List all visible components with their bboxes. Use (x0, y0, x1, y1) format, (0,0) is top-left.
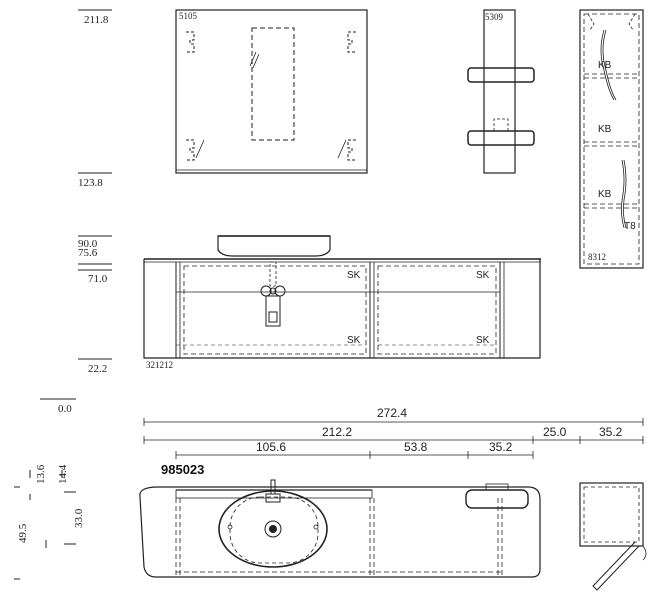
base-unit-tag-sk-4: SK (476, 335, 490, 346)
base-unit-code: 321212 (146, 360, 173, 370)
side-dim-2: 14.4 (57, 464, 69, 484)
level-label-22: 22.2 (88, 363, 107, 375)
tall-cabinet-tag-t8: T8 (624, 221, 636, 232)
level-label-90: 90.0 (78, 238, 98, 250)
side-dim-3: 49.5 (17, 523, 29, 543)
level-markers (40, 9, 112, 400)
top-view-tall-cabinet (579, 482, 647, 591)
dimension-lines (143, 418, 644, 459)
side-dim-4: 33.0 (73, 508, 85, 528)
level-label-75: 75.6 (78, 247, 98, 259)
tall-cabinet-tag-kb-3: KB (598, 189, 612, 200)
side-dimension-marks (14, 470, 76, 580)
mirror-elevation (175, 9, 368, 174)
dim-seg3: 35.2 (489, 440, 513, 454)
level-label-71: 71.0 (88, 273, 108, 285)
dim-seg1: 105.6 (256, 440, 286, 454)
shelf-code: 5309 (485, 12, 504, 22)
base-unit-tag-sk-2: SK (347, 335, 361, 346)
tall-cabinet-tag-kb-1: KB (598, 60, 612, 71)
dim-main: 212.2 (322, 425, 352, 439)
top-view-plan (139, 479, 541, 578)
mirror-code: 5105 (179, 11, 198, 21)
dim-seg2: 53.8 (404, 440, 428, 454)
tall-cabinet-elevation (579, 9, 644, 269)
side-dim-1: 13.6 (35, 464, 47, 484)
shelf-elevation (467, 9, 535, 174)
dim-overall: 272.4 (377, 406, 407, 420)
tall-cabinet-tag-kb-2: KB (598, 124, 612, 135)
top-view-code: 985023 (161, 462, 204, 477)
base-unit-tag-sk-3: SK (476, 270, 490, 281)
tall-cabinet-code: 8312 (588, 252, 606, 262)
level-label-123: 123.8 (78, 177, 103, 189)
base-unit-elevation (143, 235, 541, 359)
base-unit-tag-sk-1: SK (347, 270, 361, 281)
level-label-211: 211.8 (84, 14, 109, 26)
dim-right-unit: 35.2 (599, 425, 623, 439)
level-label-0: 0.0 (58, 403, 72, 415)
dim-right-gap: 25.0 (543, 425, 567, 439)
